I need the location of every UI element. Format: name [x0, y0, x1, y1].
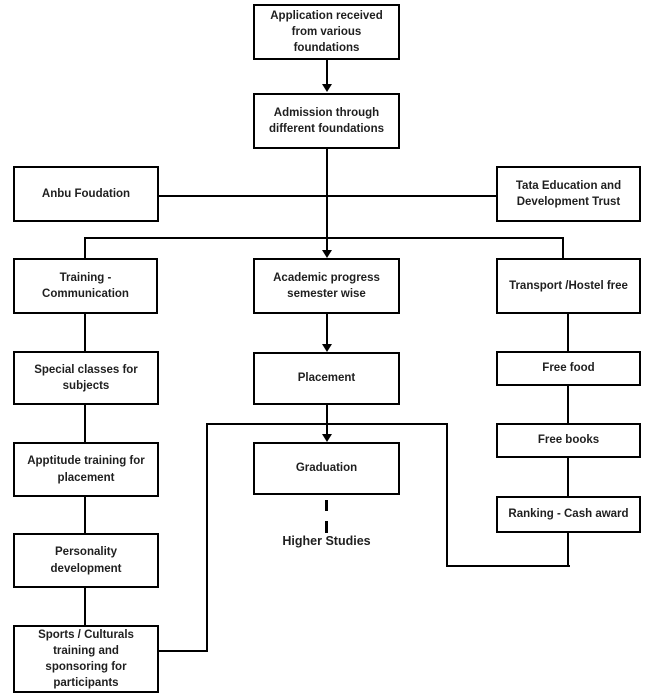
arrowhead-down-icon: [322, 84, 332, 92]
node-tata-trust: Tata Education and Development Trust: [496, 166, 641, 222]
connector-application-admission: [326, 60, 328, 86]
connector-transport-freefood: [567, 314, 569, 351]
node-label: Free food: [542, 362, 595, 375]
connector-right-riser: [446, 423, 448, 567]
connector-ranking-down: [567, 533, 569, 567]
node-label: Personality development: [50, 546, 122, 575]
node-label: Application received from various founda…: [270, 9, 383, 55]
connector-dashed-graduation-higherstudies: [325, 500, 328, 511]
node-free-food: Free food: [496, 351, 641, 386]
node-label: Apptitude training for placement: [27, 455, 145, 484]
node-label: Academic progress semester wise: [273, 271, 380, 300]
node-label: Anbu Foudation: [41, 187, 131, 200]
node-label: Ranking - Cash award: [508, 508, 629, 521]
node-label: Training - Communication: [42, 271, 129, 300]
node-label: Special classes for subjects: [34, 363, 138, 392]
connector-left-riser: [206, 423, 208, 652]
arrowhead-down-icon: [322, 250, 332, 258]
connector-branch-to-transport: [562, 237, 564, 258]
node-academic-progress: Academic progress semester wise: [253, 258, 400, 314]
node-label: Admission through different foundations: [269, 106, 384, 135]
connector-special-aptitude: [84, 405, 86, 442]
connector-anbu-tata: [159, 195, 496, 197]
node-free-books: Free books: [496, 423, 641, 458]
node-graduation: Graduation: [253, 442, 400, 495]
connector-training-special: [84, 314, 86, 351]
node-transport-hostel: Transport /Hostel free: [496, 258, 641, 314]
connector-aptitude-personality: [84, 497, 86, 533]
connector-academic-placement: [326, 314, 328, 346]
node-aptitude-training: Apptitude training for placement: [13, 442, 159, 497]
node-personality-development: Personality development: [13, 533, 159, 588]
connector-personality-sports: [84, 588, 86, 625]
connector-ranking-riser: [446, 565, 570, 567]
node-special-classes: Special classes for subjects: [13, 351, 159, 405]
connector-merge-bar: [206, 423, 448, 425]
node-label: Free books: [537, 434, 600, 447]
node-admission: Admission through different foundations: [253, 93, 400, 149]
node-higher-studies: Higher Studies: [282, 534, 371, 548]
node-anbu-foundation: Anbu Foudation: [13, 166, 159, 222]
node-label: Transport /Hostel free: [509, 279, 628, 292]
node-training-communication: Training - Communication: [13, 258, 158, 314]
node-label: Sports / Culturals training and sponsori…: [38, 628, 134, 690]
connector-freefood-freebooks: [567, 386, 569, 423]
connector-dashed-graduation-higherstudies: [325, 521, 328, 533]
node-label: Placement: [297, 372, 356, 385]
node-sports-culturals: Sports / Culturals training and sponsori…: [13, 625, 159, 693]
node-placement: Placement: [253, 352, 400, 405]
connector-admission-academic: [326, 149, 328, 251]
node-ranking-cash-award: Ranking - Cash award: [496, 496, 641, 533]
node-label: Graduation: [295, 462, 358, 475]
connector-placement-graduation: [326, 405, 328, 436]
arrowhead-down-icon: [322, 344, 332, 352]
arrowhead-down-icon: [322, 434, 332, 442]
connector-branch-bar: [84, 237, 564, 239]
connector-sports-riser: [159, 650, 208, 652]
connector-branch-to-training: [84, 237, 86, 258]
node-label: Tata Education and Development Trust: [515, 179, 622, 208]
node-application-received: Application received from various founda…: [253, 4, 400, 60]
connector-freebooks-ranking: [567, 458, 569, 496]
